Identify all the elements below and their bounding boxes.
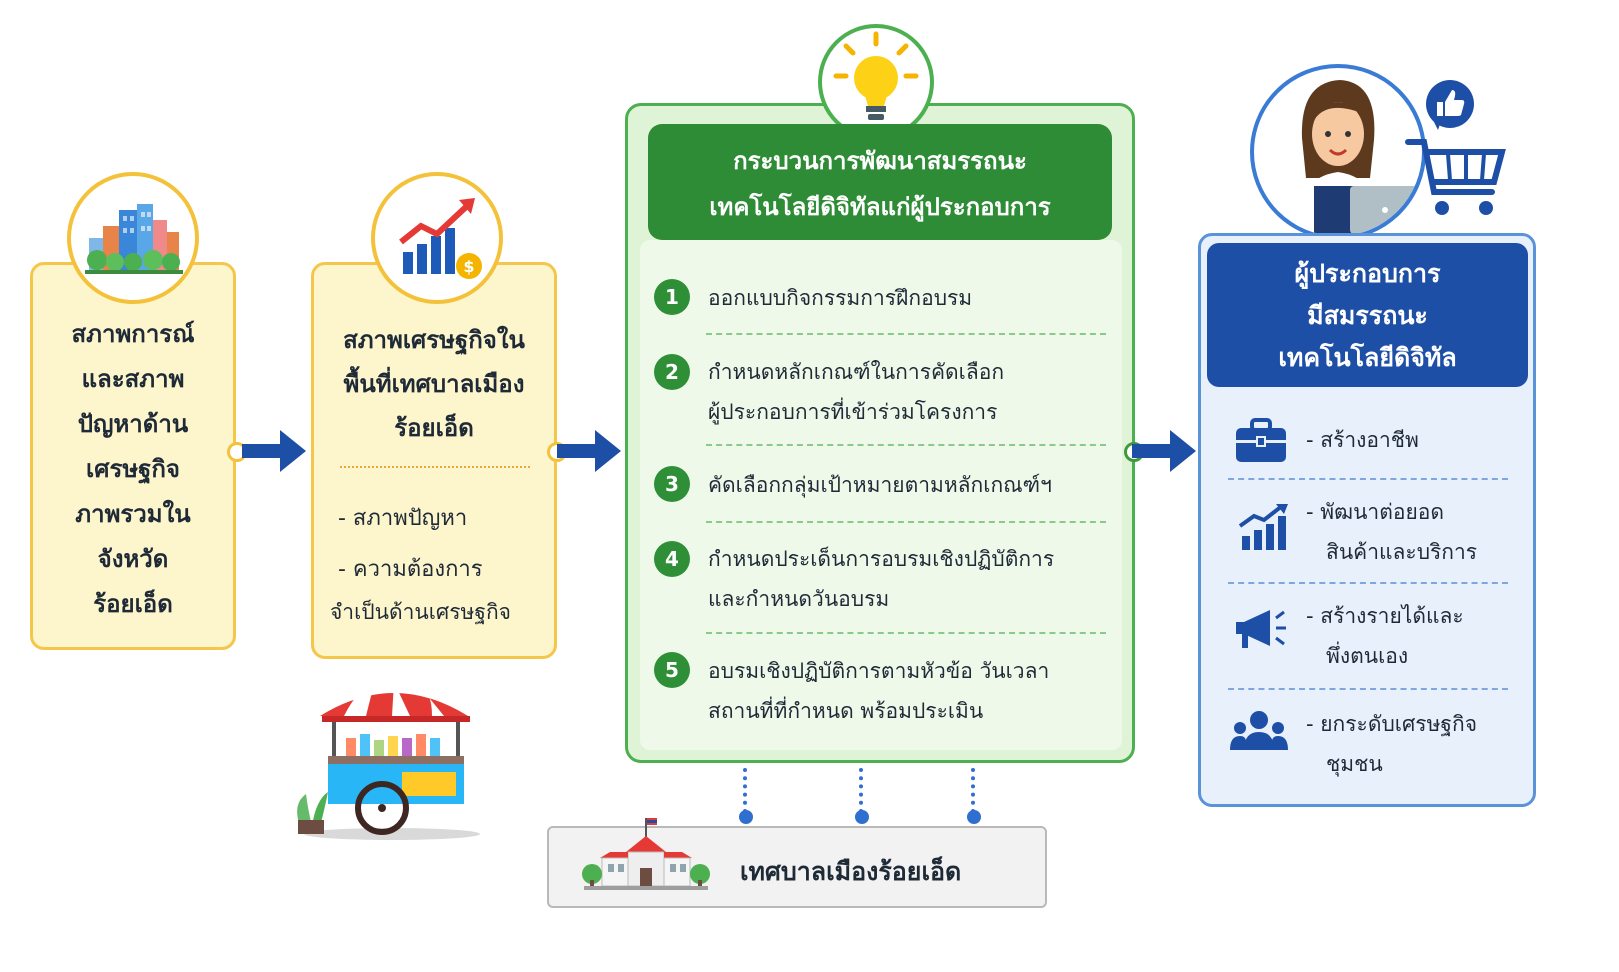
situation-line: ภาพรวมใน xyxy=(75,500,191,528)
outcome-header xyxy=(1207,243,1528,387)
link-dot xyxy=(967,810,981,824)
step-number: 5 xyxy=(654,652,690,688)
process-header xyxy=(648,124,1112,240)
step-text: คัดเลือกกลุ่มเป้าหมายตามหลักเกณฑ์ฯ xyxy=(708,465,1108,505)
outcome-item-text: - สร้างรายได้และ พึ่งตนเอง xyxy=(1306,596,1506,676)
step-divider xyxy=(706,444,1106,446)
step-line: ออกแบบกิจกรรมการฝึกอบรม xyxy=(708,286,973,310)
outcome-title-line: ผู้ประกอบการ xyxy=(1294,259,1441,288)
step-number: 2 xyxy=(654,354,690,390)
outcome-item-text: - พัฒนาต่อยอด สินค้าและบริการ xyxy=(1306,492,1506,572)
people-group-icon xyxy=(1230,711,1288,750)
step-divider xyxy=(706,521,1106,523)
step-number: 1 xyxy=(654,279,690,315)
step-number: 3 xyxy=(654,466,690,502)
briefcase-icon xyxy=(1236,418,1286,462)
link-dotted-line xyxy=(743,768,750,813)
outcome-item-text: - ยกระดับเศรษฐกิจ ชุมชน xyxy=(1306,704,1506,784)
economy-item-problem: - สภาพปัญหา xyxy=(338,506,468,531)
process-title-line1: กระบวนการพัฒนาสมรรถนะ xyxy=(733,147,1027,175)
step-line: และกำหนดวันอบรม xyxy=(708,587,890,611)
outcome-title-line: เทคโนโลยีดิจิทัล xyxy=(1278,343,1457,372)
outcome-title-line: มีสมรรถนะ xyxy=(1307,301,1428,330)
situation-line: สภาพการณ์ xyxy=(71,320,195,348)
step-line: อบรมเชิงปฏิบัติการตามหัวข้อ วันเวลา xyxy=(708,659,1050,683)
entrepreneur-circle xyxy=(1250,64,1426,240)
economy-circle: $ xyxy=(371,172,503,304)
economy-divider xyxy=(340,466,530,468)
step-line: คัดเลือกกลุ่มเป้าหมายตามหลักเกณฑ์ฯ xyxy=(708,473,1052,497)
svg-text:$: $ xyxy=(463,257,474,276)
outcome-item-line: สินค้าและบริการ xyxy=(1326,540,1478,564)
lightbulb-icon xyxy=(833,31,919,120)
situation-line: จังหวัด xyxy=(97,545,169,573)
step-text: อบรมเชิงปฏิบัติการตามหัวข้อ วันเวลา สถาน… xyxy=(708,651,1108,731)
outcome-title: ผู้ประกอบการ มีสมรรถนะ เทคโนโลยีดิจิทัล xyxy=(1207,253,1528,379)
outcome-divider xyxy=(1228,478,1508,480)
step-text: กำหนดหลักเกณฑ์ในการคัดเลือก ผู้ประกอบการ… xyxy=(708,352,1108,432)
link-dotted-line xyxy=(859,768,866,813)
situation-text: สภาพการณ์ และสภาพ ปัญหาด้าน เศรษฐกิจ ภาพ… xyxy=(40,312,226,627)
municipal-building-icon xyxy=(582,818,710,890)
outcome-item-line: ชุมชน xyxy=(1326,752,1383,776)
step-divider xyxy=(706,632,1106,634)
arrow-right-icon xyxy=(557,430,621,472)
growth-bars-icon xyxy=(1238,504,1288,550)
shopping-cart-icon xyxy=(1405,139,1506,215)
economy-box xyxy=(311,262,557,659)
situation-line: ปัญหาด้าน xyxy=(77,410,189,438)
economy-item-needs: - ความต้องการ xyxy=(338,557,483,582)
lightbulb-circle xyxy=(818,24,934,140)
street-cart-icon xyxy=(297,682,480,840)
situation-line: เศรษฐกิจ xyxy=(86,455,180,483)
link-dotted-line xyxy=(971,768,978,813)
arrow-right-icon xyxy=(1132,430,1196,472)
municipality-label: เทศบาลเมืองร้อยเอ็ด xyxy=(740,857,962,886)
outcome-item-line: - สร้างอาชีพ xyxy=(1306,428,1419,452)
economy-item-needs-cont: จำเป็นด้านเศรษฐกิจ xyxy=(330,600,511,624)
entrepreneur-avatar xyxy=(1294,80,1420,236)
step-line: สถานที่ที่กำหนด พร้อมประเมิน xyxy=(708,699,984,723)
economy-title-line: สภาพเศรษฐกิจใน xyxy=(343,326,525,354)
situation-line: ร้อยเอ็ด xyxy=(93,590,173,618)
process-title-line2: เทคโนโลยีดิจิทัลแก่ผู้ประกอบการ xyxy=(709,193,1051,221)
step-divider xyxy=(706,333,1106,335)
step-number: 4 xyxy=(654,541,690,577)
city-buildings-icon xyxy=(85,204,183,274)
situation-box xyxy=(30,262,236,650)
step-line: ผู้ประกอบการที่เข้าร่วมโครงการ xyxy=(708,400,998,424)
link-dot xyxy=(739,810,753,824)
economy-title: สภาพเศรษฐกิจใน พื้นที่เทศบาลเมือง ร้อยเอ… xyxy=(318,318,550,450)
step-line: กำหนดหลักเกณฑ์ในการคัดเลือก xyxy=(708,360,1005,384)
outcome-item-line: - สร้างรายได้และ xyxy=(1306,604,1464,628)
city-circle xyxy=(67,172,199,304)
outcome-item-text: - สร้างอาชีพ xyxy=(1306,420,1506,460)
economy-title-line: ร้อยเอ็ด xyxy=(394,414,474,442)
economy-title-line: พื้นที่เทศบาลเมือง xyxy=(343,370,525,398)
thumbs-up-icon xyxy=(1426,80,1474,130)
outcome-divider xyxy=(1228,582,1508,584)
process-steps-panel xyxy=(640,240,1122,750)
growth-chart-icon: $ xyxy=(399,198,482,279)
link-dot xyxy=(855,810,869,824)
outcome-item-line: - พัฒนาต่อยอด xyxy=(1306,500,1445,524)
step-text: ออกแบบกิจกรรมการฝึกอบรม xyxy=(708,278,1108,318)
megaphone-icon xyxy=(1236,610,1286,648)
arrow-right-icon xyxy=(242,430,306,472)
situation-line: และสภาพ xyxy=(81,365,185,393)
step-text: กำหนดประเด็นการอบรมเชิงปฏิบัติการ และกำห… xyxy=(708,539,1108,619)
step-line: กำหนดประเด็นการอบรมเชิงปฏิบัติการ xyxy=(708,547,1055,571)
process-title: กระบวนการพัฒนาสมรรถนะ เทคโนโลยีดิจิทัลแก… xyxy=(648,138,1112,230)
outcome-item-line: - ยกระดับเศรษฐกิจ xyxy=(1306,712,1478,736)
outcome-item-line: พึ่งตนเอง xyxy=(1326,644,1409,668)
outcome-divider xyxy=(1228,688,1508,690)
